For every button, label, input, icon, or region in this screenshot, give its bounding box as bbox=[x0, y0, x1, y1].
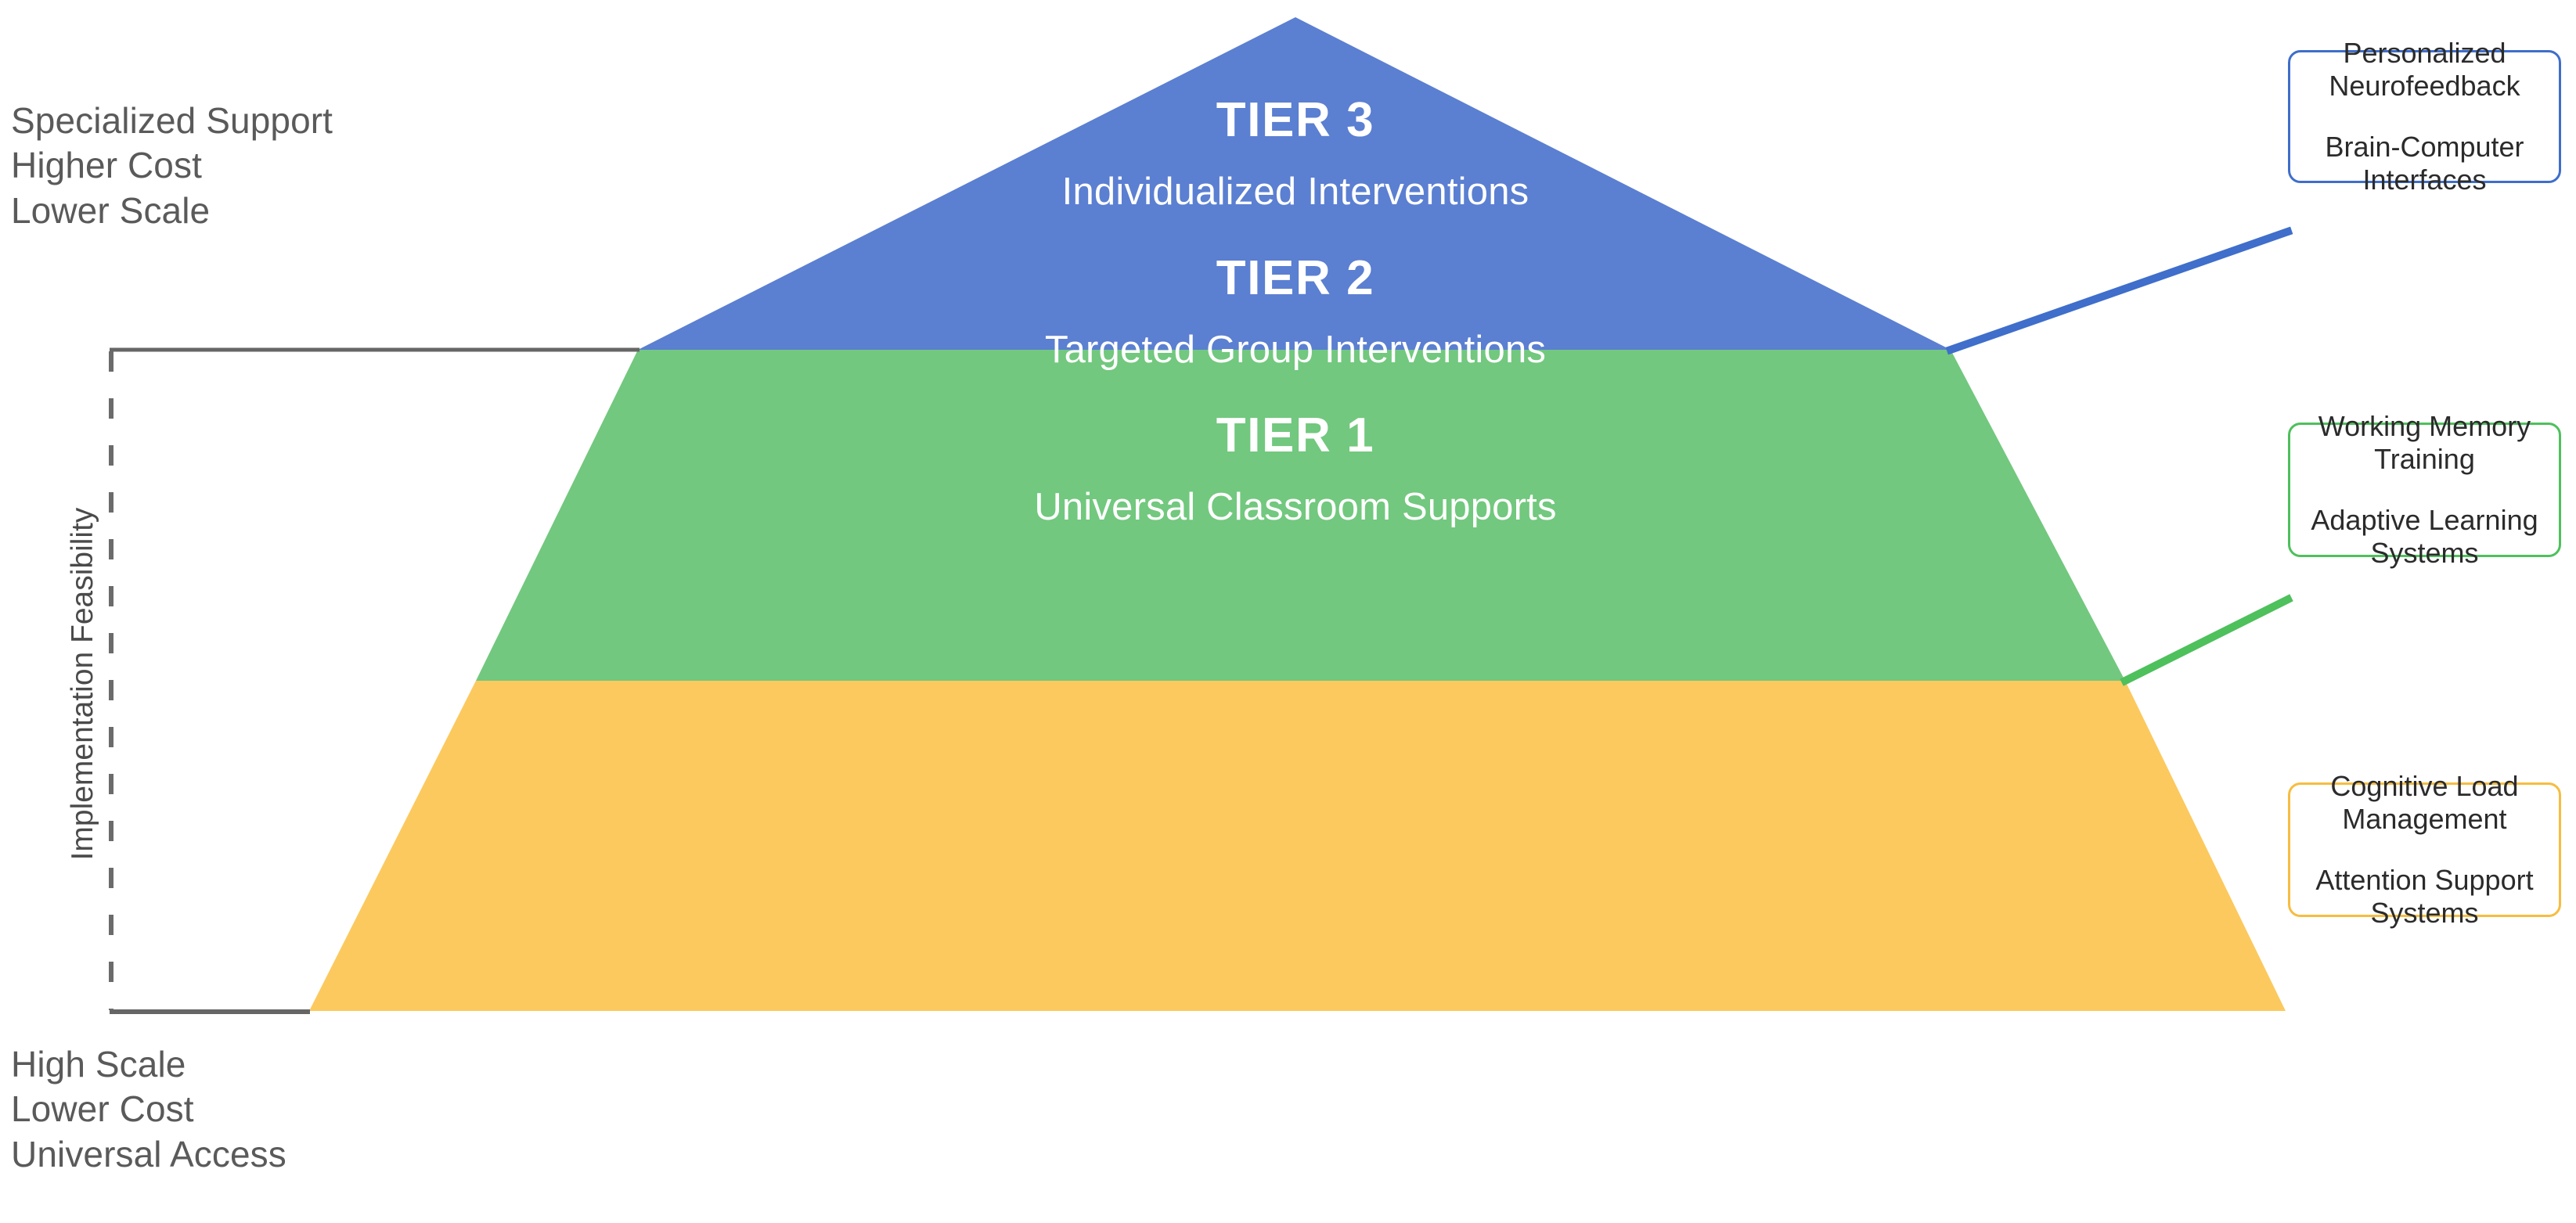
callout-tier3-item-1: Personalized Neurofeedback bbox=[2329, 36, 2520, 102]
axis-bottom-notes: High Scale Lower Cost Universal Access bbox=[11, 1042, 286, 1177]
tier2-labels: TIER 2 Targeted Group Interventions bbox=[1045, 250, 1546, 372]
axis-top-notes: Specialized Support Higher Cost Lower Sc… bbox=[11, 99, 333, 233]
tier2-subtitle: Targeted Group Interventions bbox=[1044, 329, 1547, 371]
callout-tier1[interactable]: Cognitive Load Management Attention Supp… bbox=[2288, 770, 2561, 929]
callout-tier1-item-2: Attention Support Systems bbox=[2315, 864, 2534, 930]
callout-tier3-item-2: Brain-Computer Interfaces bbox=[2325, 131, 2524, 196]
callout-tier2-item-2: Adaptive Learning Systems bbox=[2311, 504, 2538, 570]
tier3-labels: TIER 3 Individualized Interventions bbox=[1062, 92, 1529, 214]
axis-note-lower-cost: Lower Cost bbox=[11, 1088, 194, 1130]
axis-note-higher-cost: Higher Cost bbox=[11, 145, 202, 186]
tier1-subtitle: Universal Classroom Supports bbox=[1034, 486, 1557, 528]
tier3-subtitle: Individualized Interventions bbox=[1061, 171, 1529, 213]
tier1-title: TIER 1 bbox=[1216, 408, 1375, 462]
tier3-title: TIER 3 bbox=[1216, 93, 1375, 147]
tier3-shape[interactable] bbox=[638, 17, 1951, 350]
callout-tier2[interactable]: Working Memory Training Adaptive Learnin… bbox=[2288, 410, 2561, 569]
callout-tier3[interactable]: Personalized Neurofeedback Brain-Compute… bbox=[2288, 37, 2561, 196]
tier1-shape[interactable] bbox=[309, 681, 2286, 1011]
callout-tier1-item-1: Cognitive Load Management bbox=[2330, 769, 2519, 835]
axis-note-high-scale: High Scale bbox=[11, 1044, 186, 1085]
callout-tier2-item-1: Working Memory Training bbox=[2318, 409, 2531, 475]
connector-tier3 bbox=[1945, 226, 2293, 355]
tier2-shape[interactable] bbox=[476, 350, 2125, 681]
axis-label-implementation-feasibility: Implementation Feasibility bbox=[66, 507, 99, 861]
axis-note-specialized-support: Specialized Support bbox=[11, 100, 333, 141]
tier1-labels: TIER 1 Universal Classroom Supports bbox=[1034, 408, 1556, 529]
tier2-title: TIER 2 bbox=[1216, 251, 1375, 305]
axis-note-universal-access: Universal Access bbox=[11, 1133, 286, 1174]
connector-tier2 bbox=[2120, 594, 2293, 686]
axis-note-lower-scale: Lower Scale bbox=[11, 189, 211, 231]
